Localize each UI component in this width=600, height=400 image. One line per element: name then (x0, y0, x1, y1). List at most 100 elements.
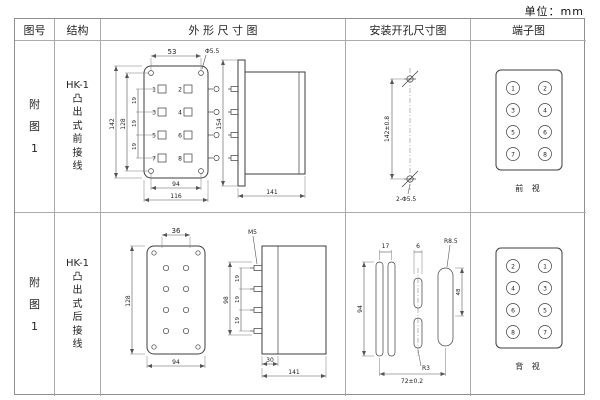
dim-side-rear: M5 98 19 19 19 30 141 (223, 229, 326, 378)
terminal-number: 8 (178, 155, 182, 162)
structure-label-row1: HK-1 凸 出 式 前 接 线 (55, 41, 101, 213)
terminal-number: 3 (152, 109, 156, 116)
front-wiring-install-drawing: 142±0.8 2-Φ5.5 (384, 67, 418, 203)
dim-154: 154 (216, 118, 223, 130)
dimension-table: 图号 结构 外 形 尺 寸 图 安装开孔尺寸图 端子图 附 图 1 HK-1 凸… (14, 18, 586, 396)
dim-72-tol: 72±0.2 (400, 378, 422, 385)
unit-label: 单位：mm (524, 5, 584, 18)
dim-30: 30 (266, 357, 274, 364)
dim-19: 19 (132, 142, 138, 149)
terminal-number: 8 (543, 151, 547, 158)
terminal-number: 5 (152, 132, 156, 139)
dim-128: 128 (125, 295, 132, 307)
dim-19: 19 (235, 295, 241, 302)
terminal-number: 2 (511, 263, 515, 270)
hole-callout: 2-Φ5.5 (396, 183, 416, 203)
dim-slot-spacing: 17 (378, 243, 392, 260)
header-install-hole-dimensions: 安装开孔尺寸图 (346, 19, 471, 41)
dim-142: 142 (109, 118, 116, 130)
terminal-circles (506, 258, 552, 339)
dim-94: 94 (172, 181, 180, 188)
dim-m5-screw: M5 (248, 229, 257, 236)
terminal-number: 6 (543, 129, 547, 136)
install-drawing-cell-row2: 17 6 R8.5 94 48 R3 (346, 213, 471, 396)
dim-2-holes: 2-Φ5.5 (396, 196, 416, 203)
terminal-diagram-cell-row1: 1 2 3 4 5 6 7 8 前 视 (471, 41, 586, 213)
front-view-terminal-numbers: 1 2 3 4 5 6 7 8 (152, 86, 182, 162)
dim-36: 36 (171, 227, 180, 235)
install-drawing-cell-row1: 142±0.8 2-Φ5.5 (346, 41, 471, 213)
terminal-diagram-front-view: 1 2 3 4 5 6 7 8 前 视 (495, 69, 563, 193)
terminal-number: 4 (178, 109, 182, 116)
structure-label-row2: HK-1 凸 出 式 后 接 线 (55, 213, 101, 396)
dim-94: 94 (357, 305, 364, 313)
terminal-number: 4 (543, 107, 547, 114)
view-label-front: 前 视 (515, 183, 543, 193)
terminal-diagram-cell-row2: 2 1 4 3 6 5 8 7 背 视 (471, 213, 586, 396)
terminal-number: 5 (511, 129, 515, 136)
dim-53: 53 (167, 48, 176, 56)
dim-side: 154 141 (216, 59, 305, 198)
dim-rear-bottom: 94 (146, 355, 205, 368)
terminal-diagram-rear-view: 2 1 4 3 6 5 8 7 背 视 (495, 247, 563, 371)
dim-hole-spacing: 142±0.8 (384, 78, 407, 179)
dim-corner-radius: R8.5 (444, 238, 457, 267)
outline-drawing-cell-row1: 1 2 3 4 5 6 7 8 53 Φ5.5 142 (101, 41, 346, 213)
header-terminal-diagram: 端子图 (471, 19, 586, 41)
terminal-number: 6 (511, 307, 515, 314)
terminal-number: 7 (152, 155, 156, 162)
relay-rear-view (146, 245, 205, 354)
dim-overall-width: 72±0.2 (378, 347, 446, 385)
header-outline-dimensions: 外 形 尺 寸 图 (101, 19, 346, 41)
terminal-number: 2 (543, 85, 547, 92)
dim-right-height: 48 (454, 267, 464, 316)
dim-19: 19 (132, 119, 138, 126)
terminal-number: 1 (511, 85, 515, 92)
dim-128: 128 (120, 118, 127, 130)
header-structure: 结构 (55, 19, 101, 41)
dim-17: 17 (381, 243, 389, 250)
dim-r3: R3 (422, 365, 430, 372)
header-figure-number: 图号 (15, 19, 55, 41)
dim-142-tol: 142±0.8 (384, 115, 391, 141)
dim-left-height: 94 (357, 261, 374, 356)
cutout-slots (375, 261, 453, 358)
dim-19: 19 (235, 316, 241, 323)
terminal-number: 4 (511, 285, 515, 292)
dim-48: 48 (456, 288, 462, 295)
relay-front-view (143, 65, 219, 178)
terminal-number: 3 (543, 285, 547, 292)
dim-6: 6 (416, 243, 420, 250)
dim-116: 116 (170, 193, 182, 200)
dim-bottom: 94 116 (143, 173, 208, 202)
terminal-number: 1 (152, 86, 156, 93)
dim-top: 53 Φ5.5 (150, 48, 219, 70)
rear-wiring-outline-drawing: 36 128 94 M5 (125, 227, 326, 378)
terminal-number: 5 (543, 307, 547, 314)
dim-19: 19 (132, 96, 138, 103)
dim-hole-diameter: Φ5.5 (205, 48, 219, 55)
dim-141: 141 (288, 369, 300, 376)
dim-98: 98 (223, 296, 230, 304)
terminal-circles (506, 80, 552, 161)
dim-141: 141 (266, 189, 278, 196)
dim-94: 94 (172, 359, 180, 366)
figure-number-row1: 附 图 1 (15, 41, 55, 213)
terminal-number: 6 (178, 132, 182, 139)
terminal-circle-numbers: 2 1 4 3 6 5 8 7 (511, 263, 547, 336)
relay-side-view-rear (249, 245, 326, 354)
terminal-circle-numbers: 1 2 3 4 5 6 7 8 (511, 85, 547, 158)
dim-rear-left: 128 (125, 245, 145, 354)
terminal-number: 7 (511, 151, 515, 158)
terminal-number: 1 (543, 263, 547, 270)
terminal-number: 3 (511, 107, 515, 114)
terminal-number: 2 (178, 86, 182, 93)
dim-small-radius: R3 (417, 349, 430, 372)
view-label-rear: 背 视 (515, 361, 543, 371)
relay-side-view (227, 59, 305, 186)
dim-19: 19 (235, 274, 241, 281)
front-wiring-outline-drawing: 1 2 3 4 5 6 7 8 53 Φ5.5 142 (109, 48, 305, 202)
dim-left: 142 128 19 19 19 (109, 65, 156, 178)
dim-slot-width: 6 (413, 243, 422, 274)
rear-wiring-install-drawing: 17 6 R8.5 94 48 R3 (357, 238, 464, 385)
